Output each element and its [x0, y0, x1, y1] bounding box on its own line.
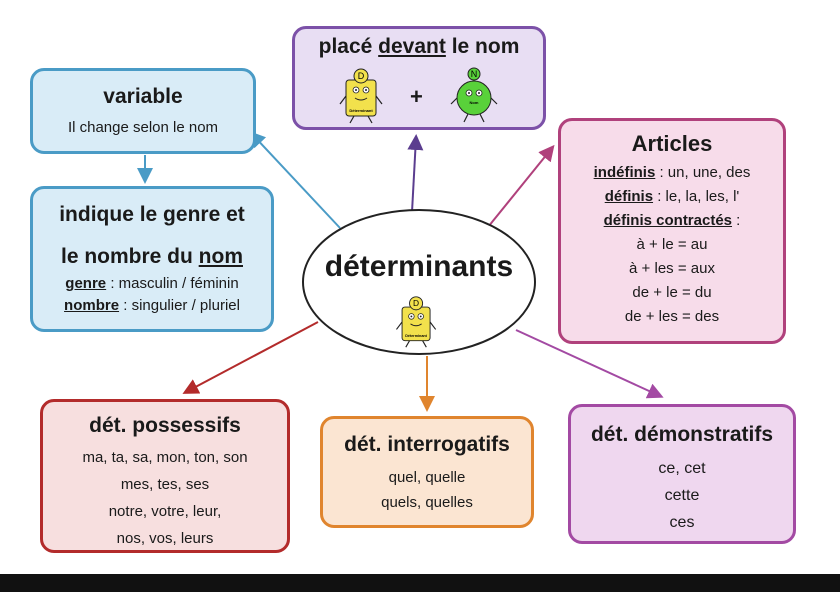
indefinis-label: indéfinis: [593, 164, 656, 181]
center-ellipse: [302, 209, 536, 355]
arrow-to-articles: [483, 144, 555, 233]
possessifs-line: ma, ta, sa, mon, ton, son: [82, 449, 248, 466]
demonstratifs-line: cette: [664, 487, 700, 504]
demonstratifs-title: dét. démonstratifs: [590, 423, 774, 446]
genre-label: genre: [65, 275, 107, 292]
nom-mascot-icon: N Nom: [450, 67, 498, 123]
svg-text:D: D: [413, 298, 419, 308]
variable-box: variable Il change selon le nom: [30, 68, 256, 154]
interrogatifs-title: dét. interrogatifs: [344, 433, 510, 456]
demonstratifs-line: ces: [669, 514, 695, 531]
svg-text:Déterminant: Déterminant: [405, 334, 427, 338]
genre-line: genre : masculin / féminin: [65, 275, 239, 292]
nombre-line: nombre : singulier / pluriel: [64, 297, 240, 314]
indefinis-line: indéfinis : un, une, des: [593, 164, 751, 181]
place-devant-box: placé devant le nom: [292, 26, 546, 130]
variable-text: Il change selon le nom: [67, 119, 219, 136]
possessifs-line: mes, tes, ses: [120, 476, 210, 493]
bottom-bar: [0, 574, 840, 592]
definis-label: définis: [604, 188, 654, 205]
plus-sign: +: [410, 84, 423, 109]
svg-text:D: D: [358, 71, 365, 81]
nom-underlined: nom: [198, 245, 243, 268]
center-determinant-mascot-icon: D Déterminant: [396, 296, 437, 348]
genre-nombre-box: indique le genre et le nombre du nom gen…: [30, 186, 274, 332]
center-title: déterminants: [324, 250, 514, 283]
arrow-to-possessifs: [182, 321, 319, 394]
genre-title-line1: indique le genre et: [59, 203, 245, 226]
arrow-to-place: [407, 134, 424, 213]
interrogatifs-line: quel, quelle: [388, 469, 466, 486]
articles-box: Articles indéfinis : un, une, des défini…: [558, 118, 786, 344]
articles-title: Articles: [631, 131, 713, 156]
contraction-item: de + les = des: [624, 308, 720, 325]
contraction-item: à + les = aux: [629, 260, 715, 277]
svg-text:Déterminant: Déterminant: [349, 108, 373, 113]
possessifs-title: dét. possessifs: [89, 414, 241, 437]
possessifs-box: dét. possessifs ma, ta, sa, mon, ton, so…: [40, 399, 290, 553]
interrogatifs-box: dét. interrogatifs quel, quelle quels, q…: [320, 416, 534, 528]
demonstratifs-line: ce, cet: [658, 460, 706, 477]
contraction-item: de + le = du: [632, 284, 712, 301]
possessifs-line: nos, vos, leurs: [116, 530, 214, 547]
interrogatifs-line: quels, quelles: [381, 494, 473, 511]
possessifs-line: notre, votre, leur,: [108, 503, 222, 520]
nombre-label: nombre: [64, 297, 120, 314]
demonstratifs-box: dét. démonstratifs ce, cet cette ces: [568, 404, 796, 544]
definis-line: définis : le, la, les, l': [604, 188, 740, 205]
svg-text:Nom: Nom: [470, 100, 479, 105]
devant-underlined: devant: [378, 35, 446, 58]
arrow-to-variable: [249, 131, 341, 229]
arrow-to-demonstratifs: [515, 329, 664, 399]
variable-title: variable: [103, 85, 183, 108]
contractes-line: définis contractés :: [603, 212, 741, 229]
svg-text:N: N: [471, 69, 478, 79]
contraction-item: à + le = au: [636, 236, 708, 253]
contractes-label: définis contractés: [603, 212, 733, 229]
place-title: placé devant le nom: [318, 35, 520, 58]
determinant-mascot-icon: D Déterminant: [339, 68, 383, 124]
genre-title-line2: le nombre du nom: [60, 245, 243, 268]
